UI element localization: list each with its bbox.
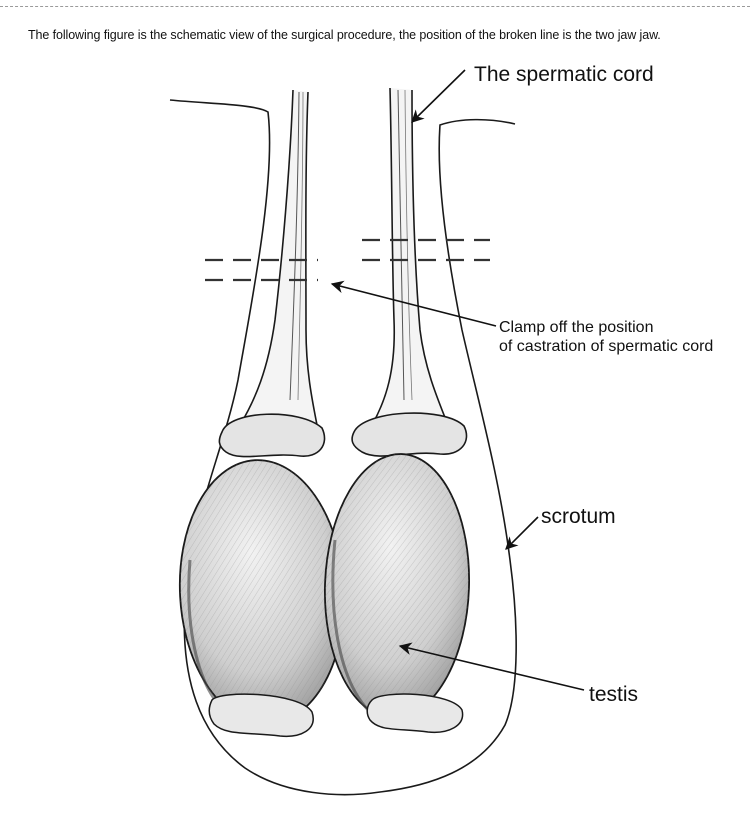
arrow-clamp-position <box>330 280 497 327</box>
label-clamp-line-2: of castration of spermatic cord <box>499 338 714 355</box>
top-dashed-divider <box>0 6 750 7</box>
clamp-lines-left <box>205 258 318 282</box>
arrow-testis <box>398 642 585 691</box>
right-tail-epididymis <box>366 693 464 734</box>
arrow-spermatic-cord <box>411 69 466 123</box>
arrow-scrotum <box>505 516 539 550</box>
label-clamp-position: Clamp off the position of castration of … <box>499 318 713 356</box>
label-testis: testis <box>589 683 639 706</box>
left-epididymis <box>218 413 326 458</box>
label-scrotum: scrotum <box>541 505 616 528</box>
clamp-lines-right <box>362 238 490 262</box>
figure-caption: The following figure is the schematic vi… <box>28 28 661 42</box>
label-spermatic-cord: The spermatic cord <box>474 63 654 86</box>
left-tail-epididymis <box>208 693 314 738</box>
right-epididymis <box>351 412 468 457</box>
label-clamp-line-1: Clamp off the position <box>499 319 654 336</box>
